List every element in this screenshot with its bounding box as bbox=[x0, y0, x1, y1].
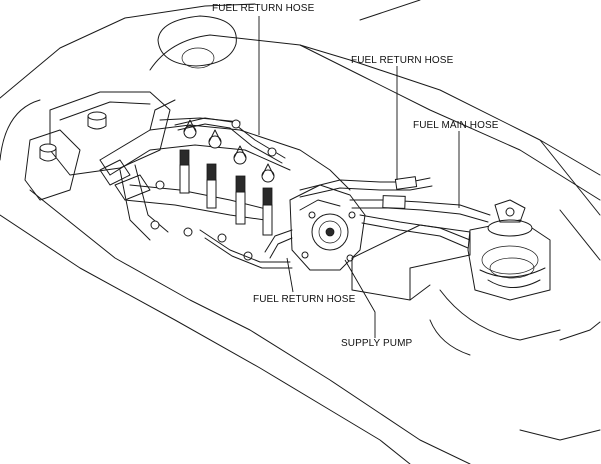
fuel-hoses bbox=[299, 176, 491, 249]
callout-fuel-main-hose: FUEL MAIN HOSE bbox=[413, 120, 499, 131]
leader-lines bbox=[258, 16, 460, 338]
left-reservoir bbox=[24, 91, 171, 201]
lower-box bbox=[351, 224, 561, 356]
callout-fuel-return-hose-bottom: FUEL RETURN HOSE bbox=[253, 294, 356, 305]
fuel-filter bbox=[467, 199, 551, 301]
supply-pump bbox=[264, 184, 366, 271]
callout-fuel-return-hose-top: FUEL RETURN HOSE bbox=[212, 3, 315, 14]
injector-assembly bbox=[99, 99, 351, 269]
callout-fuel-return-hose-right: FUEL RETURN HOSE bbox=[351, 55, 454, 66]
callout-supply-pump: SUPPLY PUMP bbox=[341, 338, 413, 349]
